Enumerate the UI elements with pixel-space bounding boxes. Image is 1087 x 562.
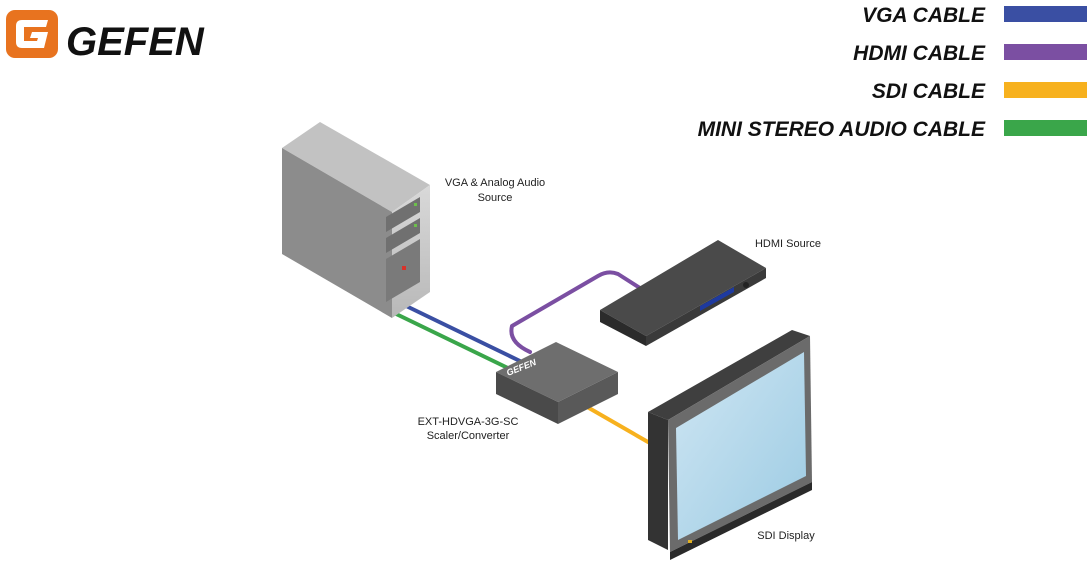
hdmi-cable xyxy=(509,270,642,354)
legend-swatch-hdmi xyxy=(1004,44,1087,60)
hdmi-source-label: HDMI Source xyxy=(755,238,821,250)
legend-swatch-sdi xyxy=(1004,82,1087,98)
legend-item-audio: MINI STEREO AUDIO CABLE xyxy=(698,118,1087,141)
drive-light-icon xyxy=(414,203,417,206)
legend-item-vga: VGA CABLE xyxy=(862,4,1087,27)
converter-device: GEFEN xyxy=(496,342,618,424)
vga-cable xyxy=(398,301,524,364)
converter-label-line1: EXT-HDVGA-3G-SC xyxy=(418,416,519,428)
audio-cable xyxy=(388,309,516,373)
legend-swatch-audio xyxy=(1004,120,1087,136)
legend-item-hdmi: HDMI CABLE xyxy=(853,42,1087,65)
converter-label-line2: Scaler/Converter xyxy=(427,430,510,442)
drive-light-icon xyxy=(414,224,417,227)
legend-label-sdi: SDI CABLE xyxy=(872,80,986,103)
logo-wordmark: GEFEN xyxy=(66,20,205,64)
computer-tower xyxy=(282,122,430,318)
logo-mark-icon xyxy=(6,10,58,58)
converter-label: EXT-HDVGA-3G-SC Scaler/Converter xyxy=(418,416,519,442)
sdi-display-label: SDI Display xyxy=(757,530,815,542)
power-light-icon xyxy=(402,266,406,270)
computer-label: VGA & Analog Audio Source xyxy=(445,177,545,204)
legend: VGA CABLE HDMI CABLE SDI CABLE MINI STER… xyxy=(698,4,1087,141)
computer-label-line1: VGA & Analog Audio xyxy=(445,177,545,189)
legend-label-hdmi: HDMI CABLE xyxy=(853,42,986,65)
legend-item-sdi: SDI CABLE xyxy=(872,80,1087,103)
hdmi-source-device xyxy=(600,240,766,346)
cables xyxy=(388,270,650,444)
sdi-display-device xyxy=(648,330,812,560)
computer-label-line2: Source xyxy=(478,192,513,204)
legend-label-audio: MINI STEREO AUDIO CABLE xyxy=(698,118,986,141)
legend-swatch-vga xyxy=(1004,6,1087,22)
display-power-light-icon xyxy=(688,540,692,543)
sdi-cable xyxy=(580,402,650,444)
legend-label-vga: VGA CABLE xyxy=(862,4,986,27)
gefen-logo: GEFEN xyxy=(6,10,205,64)
